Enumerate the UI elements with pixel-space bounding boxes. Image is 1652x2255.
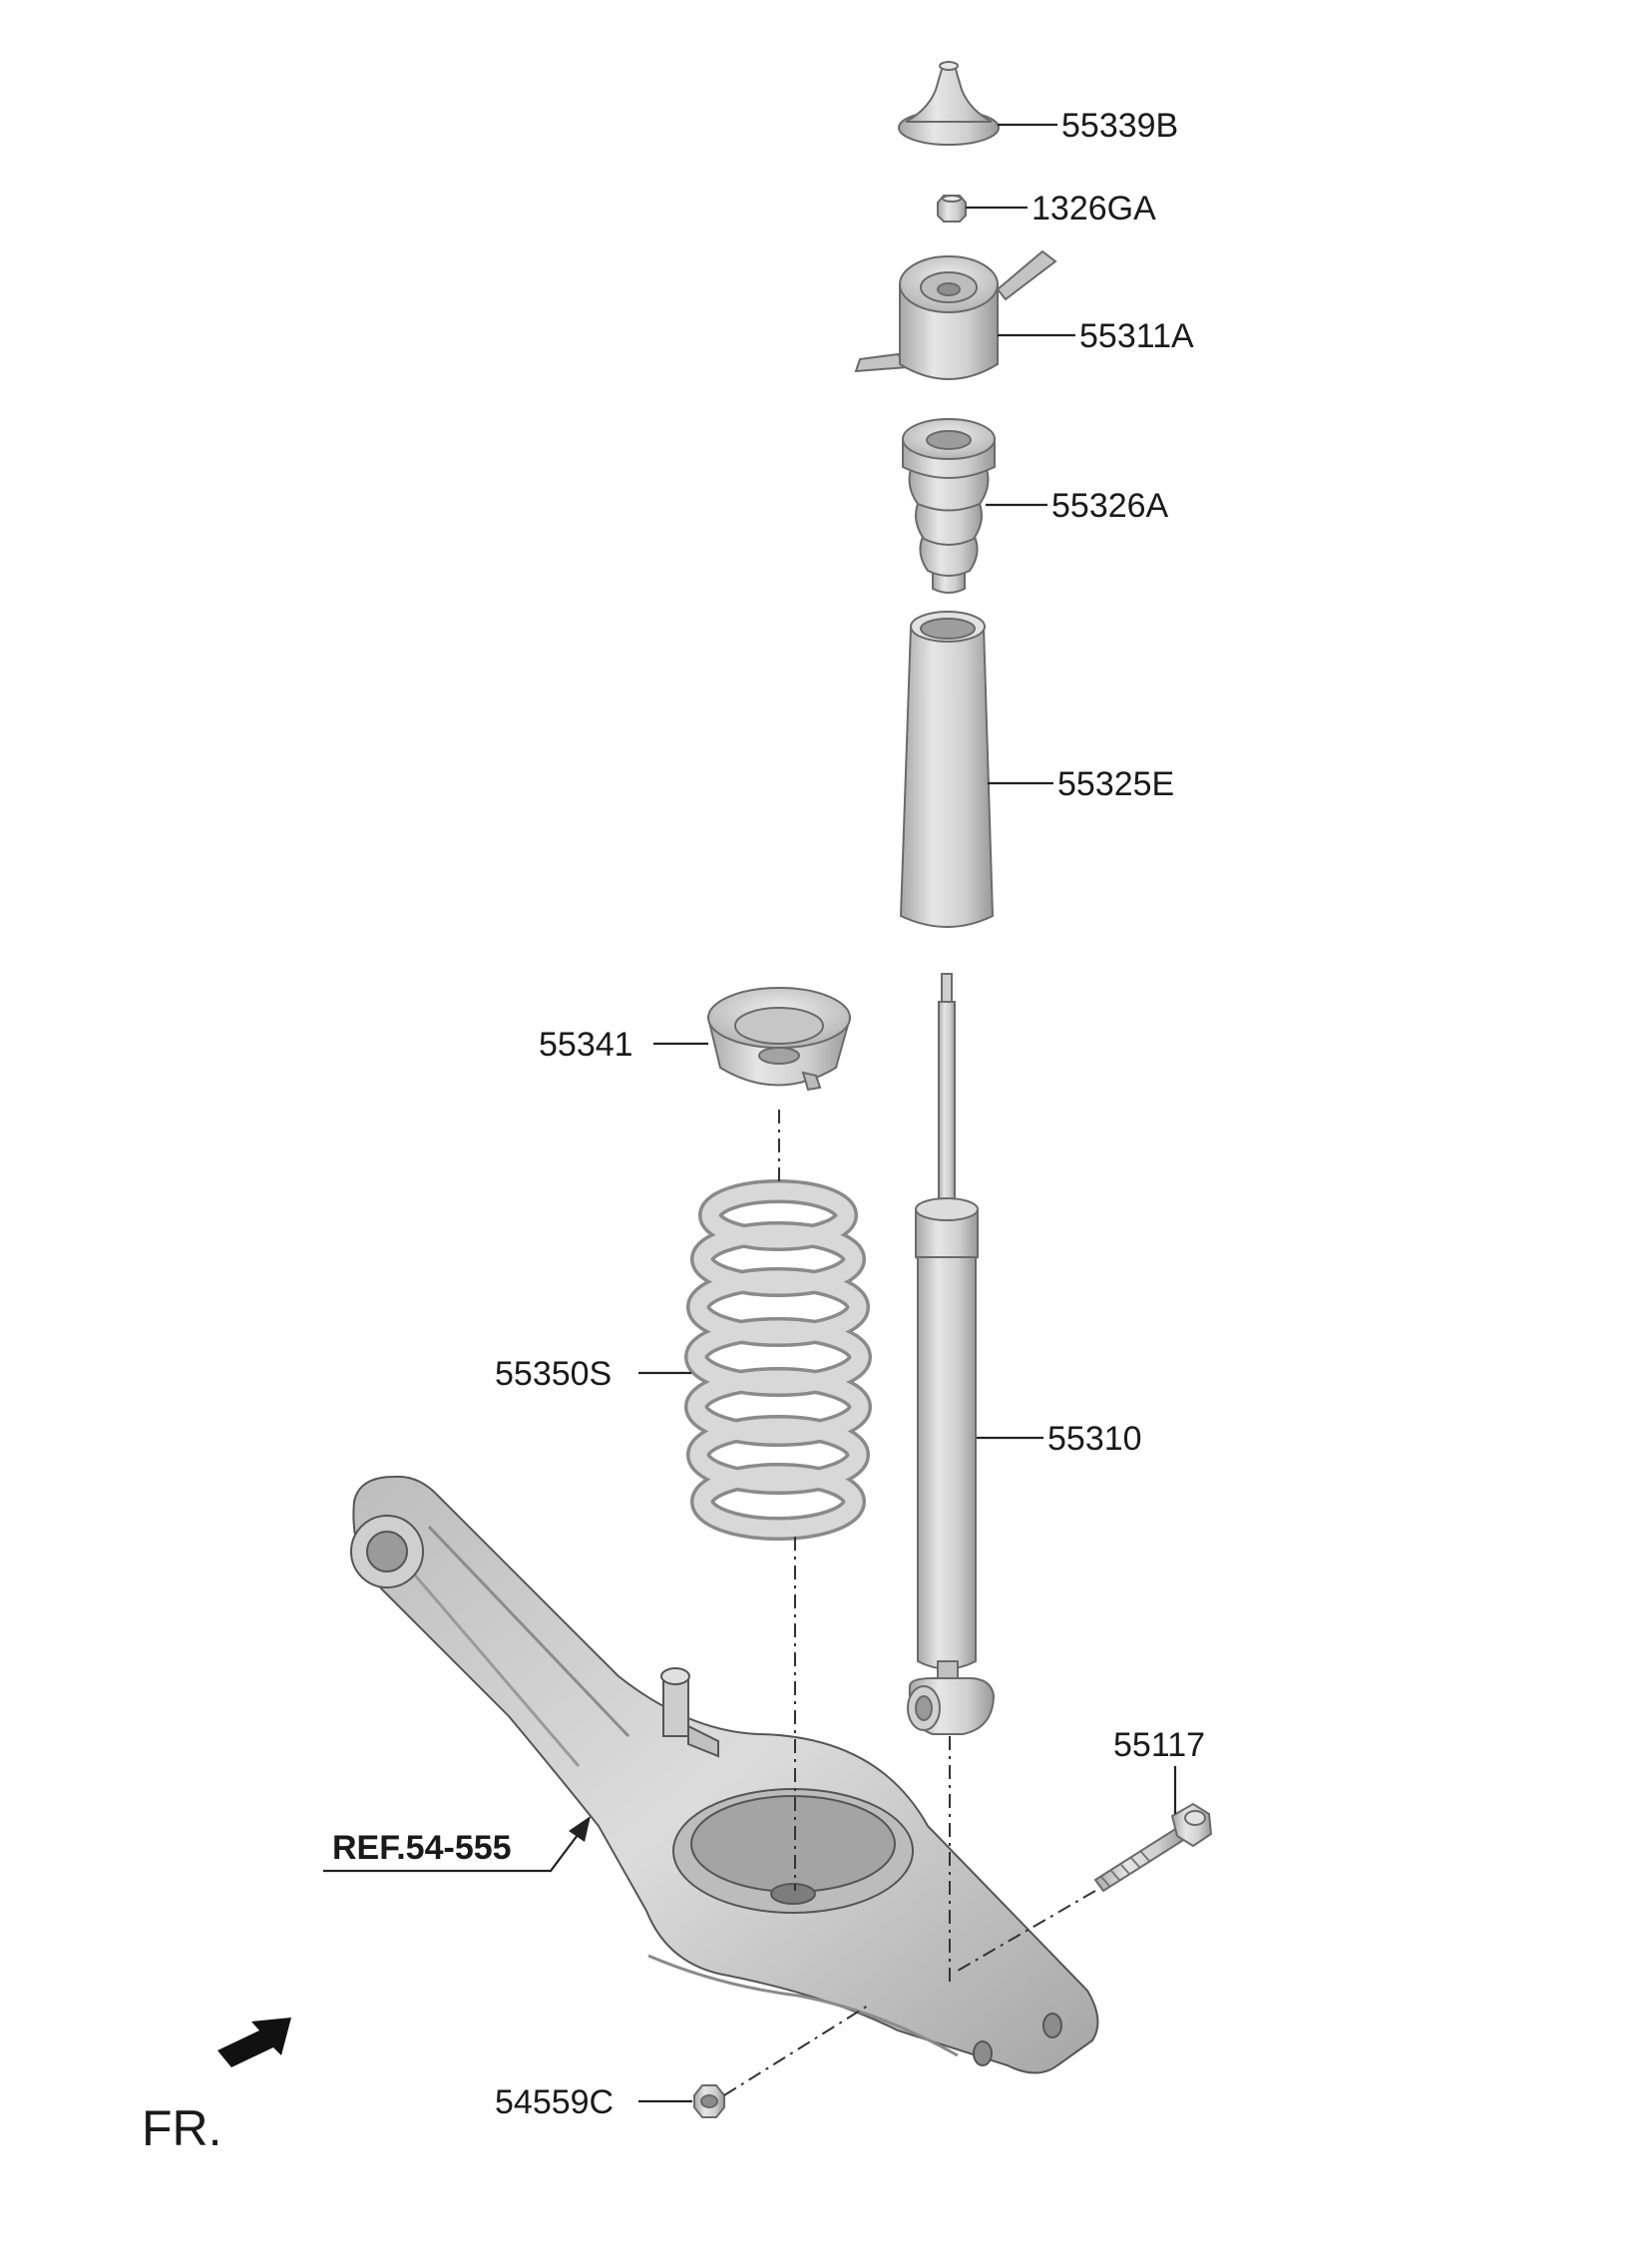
ref-leader-line [323, 1830, 582, 1873]
coil-spring-part [684, 1179, 872, 1541]
part-label-55350S: 55350S [495, 1355, 612, 1393]
bump-stopper-part [902, 418, 996, 594]
part-label-55326A: 55326A [1051, 487, 1169, 525]
nut-part [937, 195, 967, 223]
part-label-55310: 55310 [1047, 1420, 1142, 1458]
lock-nut-part [693, 2084, 725, 2118]
dust-cap-part [898, 61, 1000, 146]
part-label-55339B: 55339B [1061, 107, 1178, 145]
reference-label: REF.54-555 [332, 1829, 512, 1867]
assembly-centerlines [723, 1110, 1096, 2096]
ref-arrow-icon [569, 1816, 591, 1842]
bolt-part [1093, 1802, 1213, 1893]
dust-cover-part [899, 611, 995, 928]
spring-seat-part [706, 987, 852, 1092]
strut-mount-part [854, 249, 1057, 380]
lower-arm-part [350, 1475, 1099, 2074]
part-label-55341: 55341 [539, 1026, 633, 1064]
front-label: FR. [142, 2100, 222, 2156]
part-label-54559C: 54559C [495, 2083, 614, 2121]
front-arrow-icon [217, 2018, 291, 2067]
part-label-55117: 55117 [1113, 1726, 1205, 1764]
front-direction-indicator: FR. [142, 2018, 291, 2156]
part-label-55311A: 55311A [1079, 317, 1194, 355]
part-label-1326GA: 1326GA [1032, 190, 1156, 227]
shock-absorber-part [907, 973, 996, 1735]
part-label-55325E: 55325E [1057, 765, 1174, 803]
